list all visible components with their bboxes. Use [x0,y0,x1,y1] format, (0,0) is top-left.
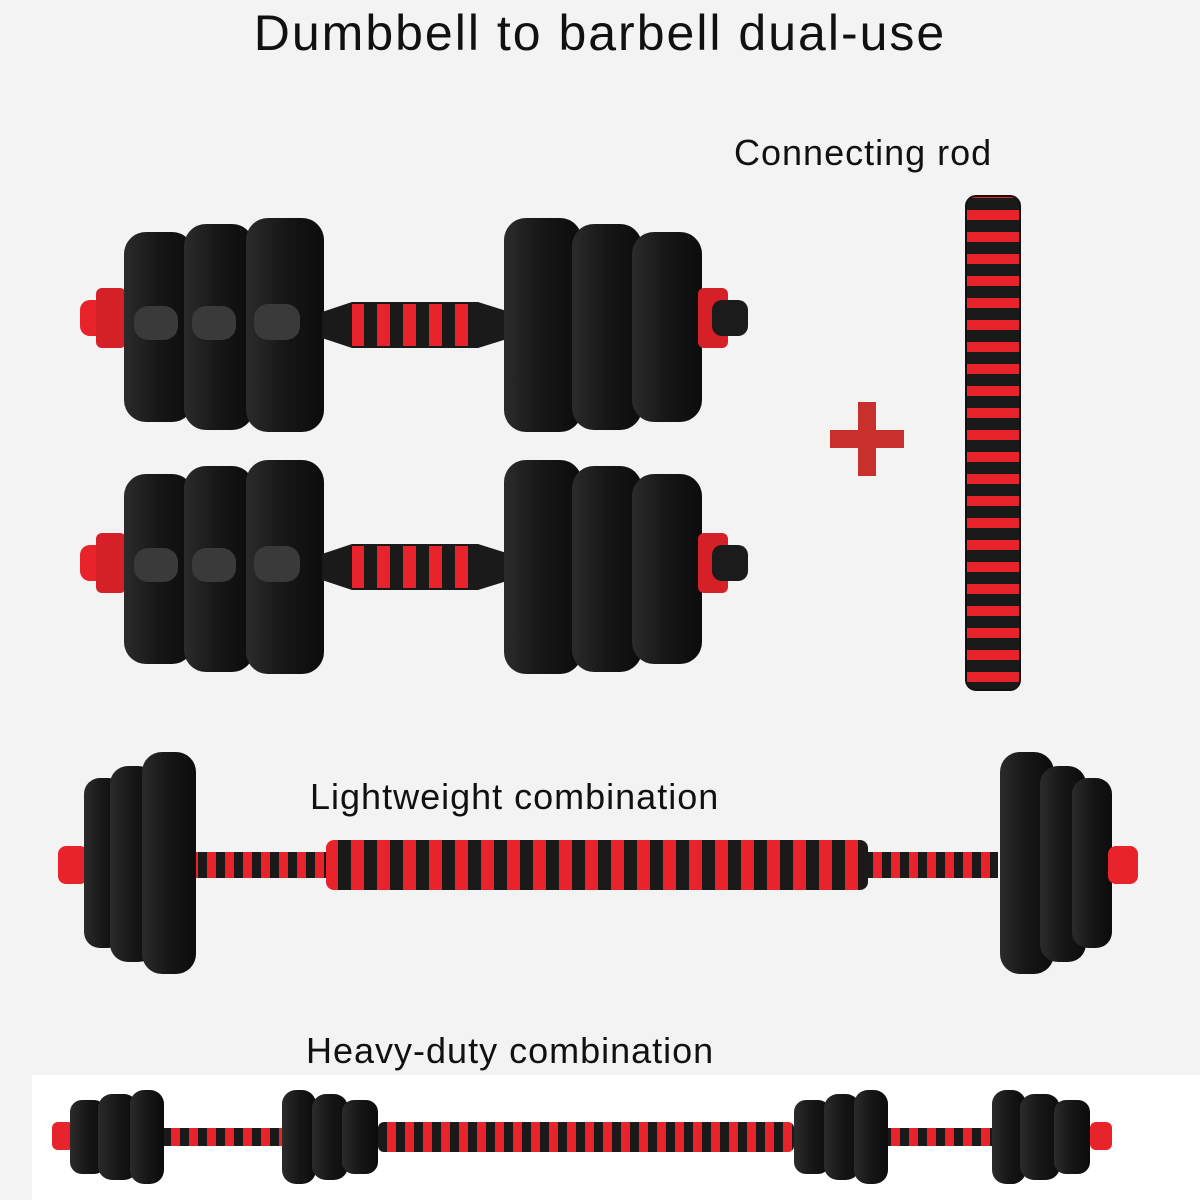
dumbbell-top [80,218,748,432]
connecting-rod-image [965,195,1021,691]
lightweight-barbell-image [58,752,1138,974]
dumbbell-bottom [80,460,748,674]
heavy-duty-barbell-image [52,1090,1112,1184]
page-title: Dumbbell to barbell dual-use [253,5,947,61]
heavy-duty-combination-label: Heavy-duty combination [306,1030,715,1071]
plus-icon [830,402,904,476]
connecting-rod-label: Connecting rod [734,132,993,173]
lightweight-combination-label: Lightweight combination [310,776,720,817]
